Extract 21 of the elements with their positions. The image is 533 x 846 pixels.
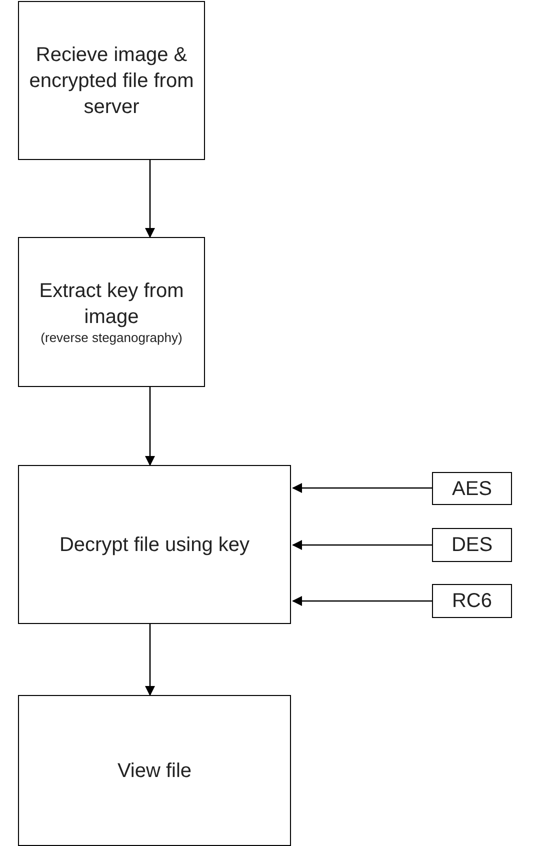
node-text: DES <box>450 533 494 558</box>
node-text: Decrypt file using key <box>58 532 251 558</box>
node-text: Extract key from image <box>38 278 185 330</box>
arrow <box>292 483 432 493</box>
note-text: (reverse steganography) <box>40 330 182 346</box>
arrow <box>145 387 155 466</box>
algorithm-box <box>432 472 512 505</box>
node-text: Recieve image & encrypted file from server <box>28 42 195 120</box>
process-box <box>18 1 205 160</box>
process-box <box>18 465 291 624</box>
arrow <box>292 540 432 550</box>
arrow <box>292 596 432 606</box>
arrow <box>145 624 155 696</box>
algorithm-box <box>432 584 512 618</box>
process-box <box>18 237 205 387</box>
algorithm-box <box>432 528 512 562</box>
node-text: AES <box>450 476 494 502</box>
node-text: RC6 <box>450 589 493 614</box>
node-text: View file <box>116 758 193 784</box>
arrow <box>145 160 155 238</box>
process-box <box>18 695 291 846</box>
